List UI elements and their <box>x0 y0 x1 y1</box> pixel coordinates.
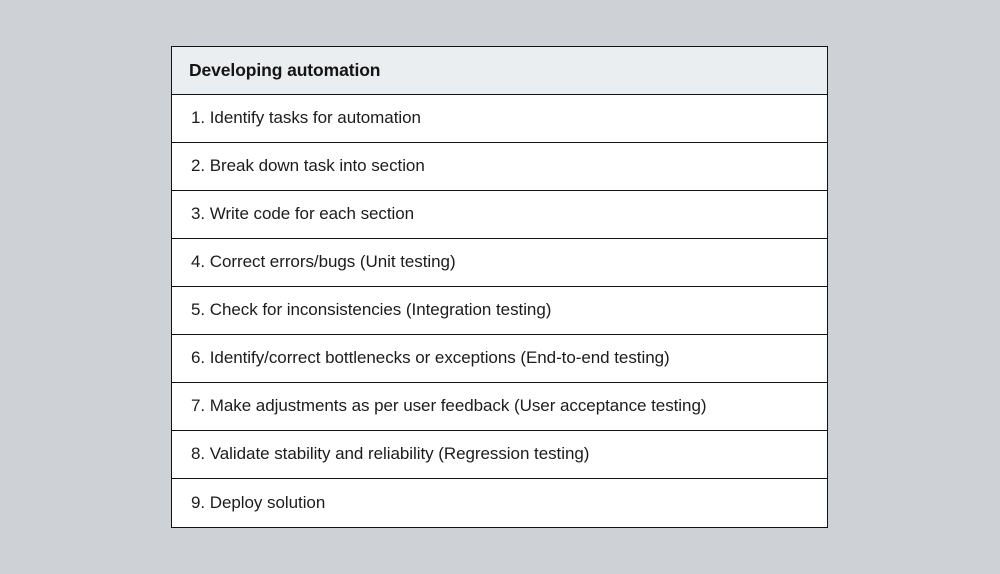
table-row[interactable]: 5. Check for inconsistencies (Integratio… <box>172 287 827 335</box>
table-row-label: 5. Check for inconsistencies (Integratio… <box>191 300 552 320</box>
table-row[interactable]: 4. Correct errors/bugs (Unit testing) <box>172 239 827 287</box>
table-title: Developing automation <box>189 59 381 80</box>
table-body: 1. Identify tasks for automation 2. Brea… <box>172 95 827 527</box>
table-row[interactable]: 3. Write code for each section <box>172 191 827 239</box>
developing-automation-table: Developing automation 1. Identify tasks … <box>171 46 828 528</box>
table-row-label: 4. Correct errors/bugs (Unit testing) <box>191 252 456 272</box>
table-row[interactable]: 6. Identify/correct bottlenecks or excep… <box>172 335 827 383</box>
table-row-label: 2. Break down task into section <box>191 156 425 176</box>
table-row[interactable]: 8. Validate stability and reliability (R… <box>172 431 827 479</box>
table-header-row: Developing automation <box>172 47 827 95</box>
table-row-label: 3. Write code for each section <box>191 204 415 224</box>
table-row[interactable]: 2. Break down task into section <box>172 143 827 191</box>
table-row-label: 8. Validate stability and reliability (R… <box>191 444 590 464</box>
table-row-label: 6. Identify/correct bottlenecks or excep… <box>191 348 670 368</box>
table-row[interactable]: 1. Identify tasks for automation <box>172 95 827 143</box>
table-row[interactable]: 7. Make adjustments as per user feedback… <box>172 383 827 431</box>
table-row-label: 7. Make adjustments as per user feedback… <box>191 396 707 416</box>
table-row-label: 1. Identify tasks for automation <box>191 108 421 128</box>
table-row[interactable]: 9. Deploy solution <box>172 479 827 527</box>
table-row-label: 9. Deploy solution <box>191 492 326 512</box>
